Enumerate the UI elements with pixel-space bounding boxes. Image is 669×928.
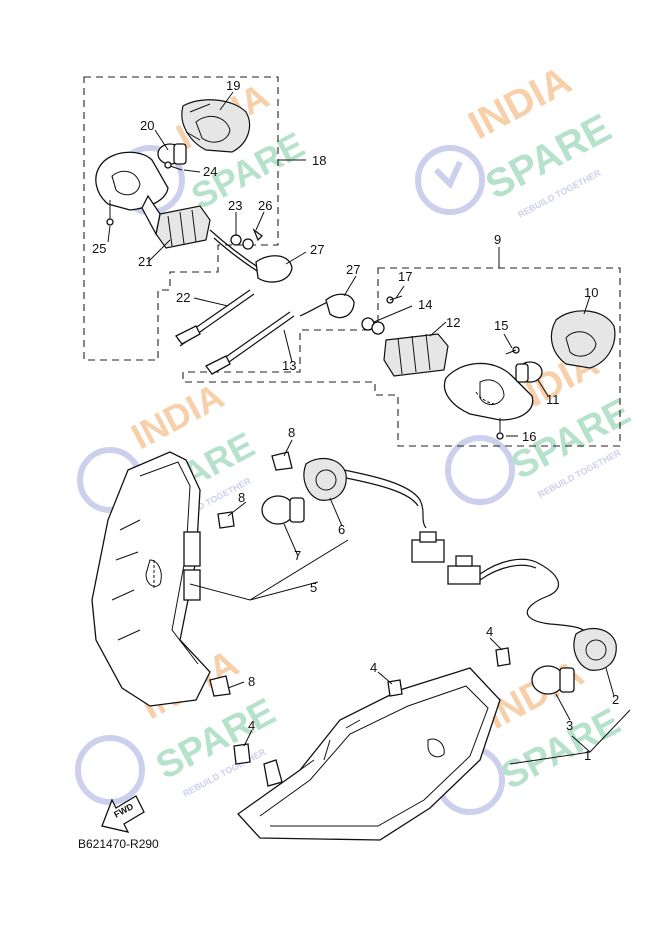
callout-6: 6 [338,522,345,537]
callout-27b: 27 [346,262,360,277]
callout-11: 11 [546,392,560,407]
grommet-27-right [325,293,355,319]
clip-4-top [495,647,511,667]
callout-4c: 4 [248,718,255,733]
callout-8b: 8 [238,490,245,505]
callout-7: 7 [294,548,301,563]
bulb-7 [261,495,295,525]
clip-8-mid [217,511,235,529]
callout-19: 19 [226,78,240,93]
connector-female [411,539,445,563]
callout-5: 5 [310,580,317,595]
callout-23: 23 [228,198,242,213]
callout-24: 24 [203,164,217,179]
headlight-assembly [91,451,589,707]
fwd-arrow-icon [101,795,145,833]
figure-code: B621470-R290 [78,837,159,851]
callout-10: 10 [584,285,598,300]
stay-12 [383,333,449,377]
headlight-lower-assembly [233,627,617,841]
socket-2 [573,627,617,671]
callout-27a: 27 [310,242,324,257]
callout-22: 22 [176,290,190,305]
group-box-18 [83,76,279,361]
headlight-housing [91,451,211,707]
clip-4-bottom [233,743,251,765]
callout-4a: 4 [486,624,493,639]
callout-1: 1 [584,748,591,763]
callout-26: 26 [258,198,272,213]
clip-8-top [271,451,293,471]
flasher-housing-left [95,151,169,211]
headlight-lower-housing [237,667,501,841]
stay-21 [155,205,211,249]
callout-17: 17 [398,269,412,284]
callout-2: 2 [612,692,619,707]
front-flasher-right [325,293,616,440]
front-flasher-left [95,99,341,375]
callout-3: 3 [566,718,573,733]
callout-14: 14 [418,297,432,312]
callout-numbers: 19 20 24 18 25 23 26 21 27 22 13 9 27 17… [92,78,619,763]
callout-9: 9 [494,232,501,247]
clip-8-bottom [209,675,231,697]
callout-25: 25 [92,241,106,256]
callout-20: 20 [140,118,154,133]
callout-15: 15 [494,318,508,333]
grommet-27-left [255,255,293,283]
callout-18: 18 [312,153,326,168]
callout-21: 21 [138,254,152,269]
connector-male [447,565,481,585]
callout-12: 12 [446,315,460,330]
callout-13: 13 [282,358,296,373]
watermark-top-right: INDIA SPARE REBUILD TOGETHER [415,58,618,220]
socket-6 [303,457,347,501]
flasher-lens-10 [550,310,616,369]
flasher-housing-right [443,362,534,421]
callout-16: 16 [522,429,536,444]
bulb-3 [531,665,565,695]
callout-8a: 8 [288,425,295,440]
leader-lines [107,91,631,765]
callout-4b: 4 [370,660,377,675]
group-box-9 [182,267,621,447]
callout-8c: 8 [248,674,255,689]
group-boxes [83,76,621,447]
